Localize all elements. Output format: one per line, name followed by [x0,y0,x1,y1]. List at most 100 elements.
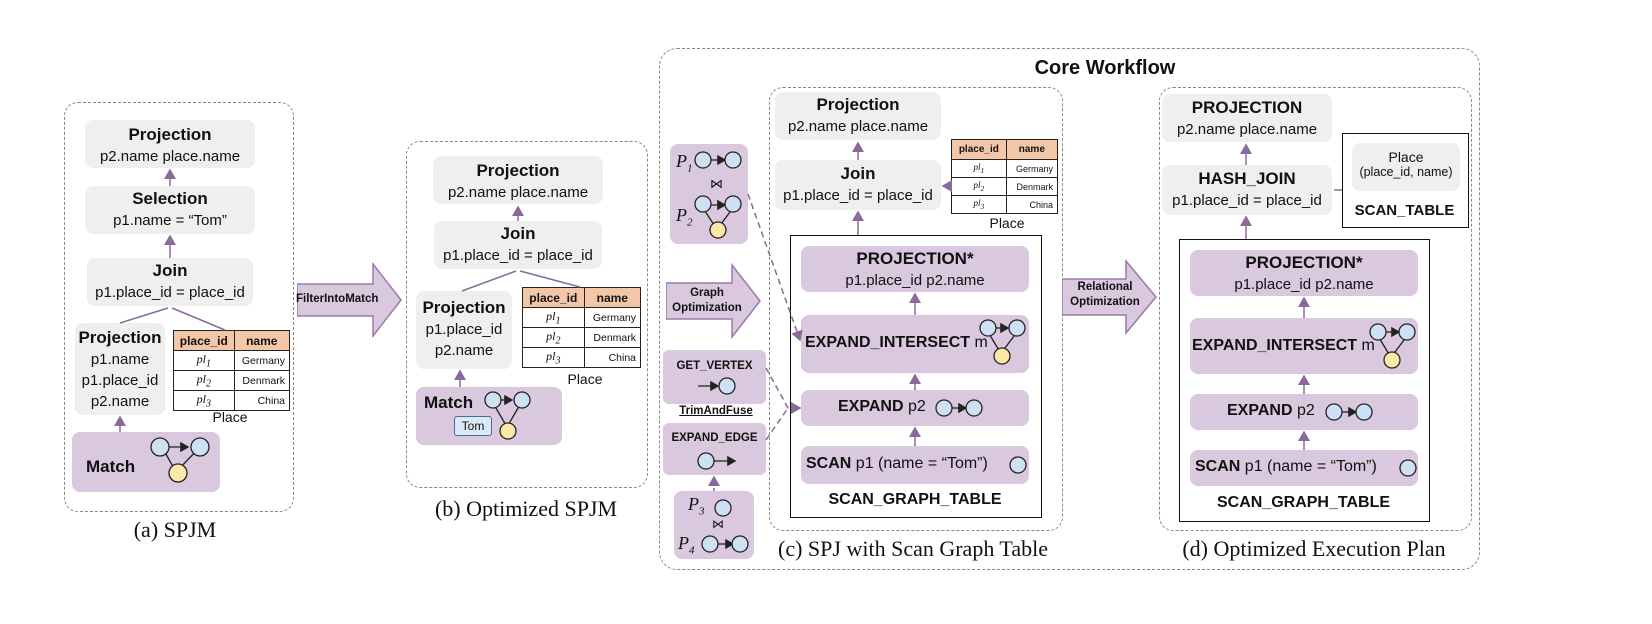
caption-c: (c) SPJ with Scan Graph Table [778,536,1048,561]
c-place-label: Place [989,215,1025,231]
d-hash-join-text: p1.place_id = place_id [1172,192,1322,209]
a-join-text: p1.place_id = place_id [95,284,245,301]
c-projection-title: Projection [816,95,900,114]
relational-optimization-l2: Optimization [1070,296,1140,308]
b-edge-table-join [519,270,581,288]
c-expand-intersect-icon [979,319,1026,365]
relational-optimization-arrow [1062,259,1157,335]
b-projection-low-l1: p1.place_id [425,321,503,338]
a-place-label: Place [212,409,248,425]
d-scan-table-title: SCAN_TABLE [1354,202,1455,219]
c-name-3: China [1005,195,1059,214]
graph-optimization-l1: Graph [690,287,724,299]
b-edges [454,205,581,387]
graph-optimization-label: Graph Optimization [664,286,750,316]
c-projection: Projection p2.name place.name [775,92,941,140]
c-edge-pattern-dashed [747,193,803,342]
b-join: Join p1.place_id = place_id [434,221,602,269]
c-inner-projection-title: PROJECTION* [856,249,974,268]
d-scan-table-l2: (place_id, name) [1359,165,1453,179]
c-edges [708,141,952,491]
p3-label: P3 [688,494,705,518]
d-expand: EXPAND p2 [1190,394,1418,430]
p4-edge-icon [701,535,749,553]
trim-and-fuse-label: TrimAndFuse [679,405,753,417]
triangle-pattern-icon-b [484,391,531,440]
core-workflow-title: Core Workflow [1034,57,1176,79]
p2-triangle-icon [694,195,742,239]
b-projection-top-text: p2.name place.name [447,184,589,201]
c-expand-icon [935,399,983,417]
graph-optimization-l2: Optimization [672,302,742,314]
d-scan-table-l1: Place [1388,149,1424,165]
d-sgt-label: SCAN_GRAPH_TABLE [1216,494,1391,511]
c-edge-getvertex-dashed [765,367,802,414]
a-projection-top-text: p2.name place.name [99,148,241,165]
join-symbol-1: ⋈ [710,176,723,191]
d-inner-projection-title: PROJECTION* [1245,253,1363,272]
p3-node-icon [714,499,732,517]
triangle-pattern-icon-a [150,437,210,483]
b-match: Match Tom [416,387,562,445]
d-expand-intersect-text: EXPAND_INTERSECT m [1192,337,1375,354]
a-selection: Selection p1.name = “Tom” [85,186,255,234]
b-th-place-id: place_id [522,287,585,308]
d-hash-join: HASH_JOIN p1.place_id = place_id [1162,165,1332,215]
b-projection-low: Projection p1.place_id p2.name [416,291,512,369]
d-scan-text: SCAN p1 (name = “Tom”) [1195,458,1377,475]
d-edges [1240,143,1342,450]
p2-label: P2 [676,205,693,229]
b-place-label: Place [567,371,603,387]
c-join-title: Join [840,164,876,183]
a-projection-top-title: Projection [128,125,212,144]
b-match-tom-tag: Tom [454,416,492,436]
c-expand-intersect-text: EXPAND_INTERSECT m [805,334,988,351]
b-join-title: Join [500,224,536,243]
a-name-3: China [233,390,291,411]
relational-optimization-label: Relational Optimization [1062,280,1148,310]
a-projection-top: Projection p2.name place.name [85,120,255,168]
d-inner-projection: PROJECTION* p1.place_id p2.name [1190,250,1418,296]
d-hash-join-title: HASH_JOIN [1198,169,1296,188]
a-projection-low-l1: p1.name [90,351,150,368]
c-scan-icon [1009,456,1027,474]
b-pid-3: pl3 [522,347,585,368]
a-selection-title: Selection [132,189,208,208]
a-edge-proj-join [119,307,169,324]
a-projection-low-l2: p1.place_id [81,372,159,389]
get-vertex-icon [698,377,736,395]
d-projection-text: p2.name place.name [1176,121,1318,138]
c-expand-text: EXPAND p2 [838,398,926,415]
get-vertex-label: GET_VERTEX [676,360,753,372]
filter-into-match-arrow [297,262,402,338]
a-edge-table-join [171,307,226,331]
c-projection-text: p2.name place.name [787,118,929,135]
d-expand-text: EXPAND p2 [1227,402,1315,419]
b-match-title: Match [424,393,474,412]
expand-edge-label: EXPAND_EDGE [671,432,758,444]
graph-optimization-arrow [666,263,761,339]
c-join-text: p1.place_id = place_id [783,187,933,204]
b-projection-low-title: Projection [422,298,506,317]
d-projection: PROJECTION p2.name place.name [1162,94,1332,142]
b-join-text: p1.place_id = place_id [443,247,593,264]
d-inner-projection-text: p1.place_id p2.name [1234,276,1374,293]
b-projection-low-l2: p2.name [434,342,494,359]
join-symbol-2: ⋈ [712,517,724,531]
b-name-3: China [583,347,642,368]
d-scan-icon [1399,459,1417,477]
a-match-title: Match [86,457,136,476]
d-projection-title: PROJECTION [1191,98,1303,117]
d-expand-intersect-icon [1369,323,1416,369]
b-name-2: Denmark [583,327,642,348]
filter-into-match-label: FilterIntoMatch [296,293,379,305]
a-projection-low-l3: p2.name [90,393,150,410]
a-edges [114,168,226,432]
d-expand-icon [1325,403,1373,421]
c-join: Join p1.place_id = place_id [775,160,941,210]
p4-label: P4 [678,533,695,557]
